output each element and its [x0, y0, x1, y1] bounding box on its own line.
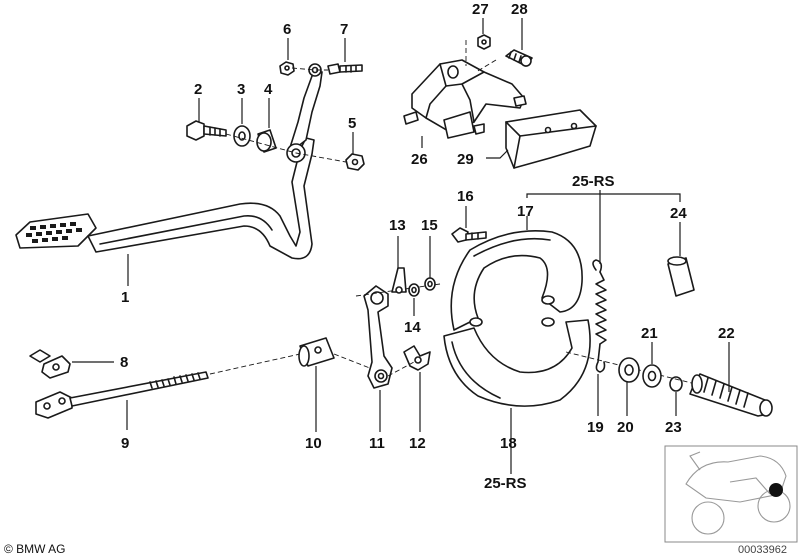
block-part-29	[505, 109, 597, 169]
washer-part-20	[618, 357, 640, 383]
washer-part-15	[424, 277, 436, 291]
callout-labels: 1 2 3 4 5 6 7 8 9 10 11 12 13 14 15 16 1…	[120, 1, 735, 492]
callout-15: 15	[421, 217, 438, 234]
brake-rod-part-9	[35, 371, 209, 419]
callout-10: 10	[305, 435, 322, 452]
callout-13: 13	[389, 217, 406, 234]
bolt-part-7	[327, 63, 363, 75]
diagram-number: 00033962	[738, 544, 787, 556]
callout-4: 4	[264, 81, 273, 98]
sleeve-part-24	[667, 256, 695, 297]
callout-17: 17	[517, 203, 534, 220]
callout-16: 16	[457, 188, 474, 205]
callout-20: 20	[617, 419, 634, 436]
callout-5: 5	[348, 115, 356, 132]
copyright-label: © BMW AG	[4, 542, 66, 556]
callout-2: 2	[194, 81, 202, 98]
callout-21: 21	[641, 325, 658, 342]
callout-23: 23	[665, 419, 682, 436]
washer-part-14	[408, 283, 420, 297]
callout-8: 8	[120, 354, 128, 371]
nut-part-6	[279, 61, 295, 76]
callout-9: 9	[121, 435, 129, 452]
callout-14: 14	[404, 319, 421, 336]
location-marker-icon	[769, 483, 783, 497]
circlip-part-23	[669, 376, 683, 392]
bolt-part-2	[186, 120, 227, 141]
callout-3: 3	[237, 81, 245, 98]
callout-24: 24	[670, 205, 687, 222]
spring-part-25	[592, 259, 607, 373]
camshaft-part-22	[689, 373, 773, 417]
callout-25-rs-top: 25-RS	[572, 173, 615, 190]
lever-part-13	[391, 267, 407, 294]
adjuster-part-10	[298, 337, 335, 367]
callout-1: 1	[121, 289, 129, 306]
callout-22: 22	[718, 325, 735, 342]
brake-pedal-part	[15, 63, 323, 260]
washer-part-3	[233, 125, 251, 147]
callout-19: 19	[587, 419, 604, 436]
callout-26: 26	[411, 151, 428, 168]
brake-lever-part-11	[363, 285, 393, 389]
screw-part-28	[505, 49, 533, 67]
callout-18: 18	[500, 435, 517, 452]
callout-7: 7	[340, 21, 348, 38]
bushing-part-4	[256, 129, 277, 153]
callout-25-rs-bottom: 25-RS	[484, 475, 527, 492]
nut-part-27	[477, 34, 491, 50]
screw-part-16	[451, 227, 487, 243]
motorcycle-thumbnail	[664, 445, 798, 543]
callout-12: 12	[409, 435, 426, 452]
callout-6: 6	[283, 21, 291, 38]
leader-lines	[72, 18, 730, 474]
wing-nut-part-12	[403, 345, 431, 371]
brake-shoe-part-18	[443, 230, 591, 407]
bracket-part-26	[403, 59, 527, 139]
callout-27: 27	[472, 1, 489, 18]
callout-28: 28	[511, 1, 528, 18]
washer-part-21	[642, 364, 662, 388]
callout-11: 11	[369, 435, 385, 452]
callout-29: 29	[457, 151, 474, 168]
nut-part-5	[345, 153, 365, 171]
clip-part-8	[29, 349, 71, 379]
